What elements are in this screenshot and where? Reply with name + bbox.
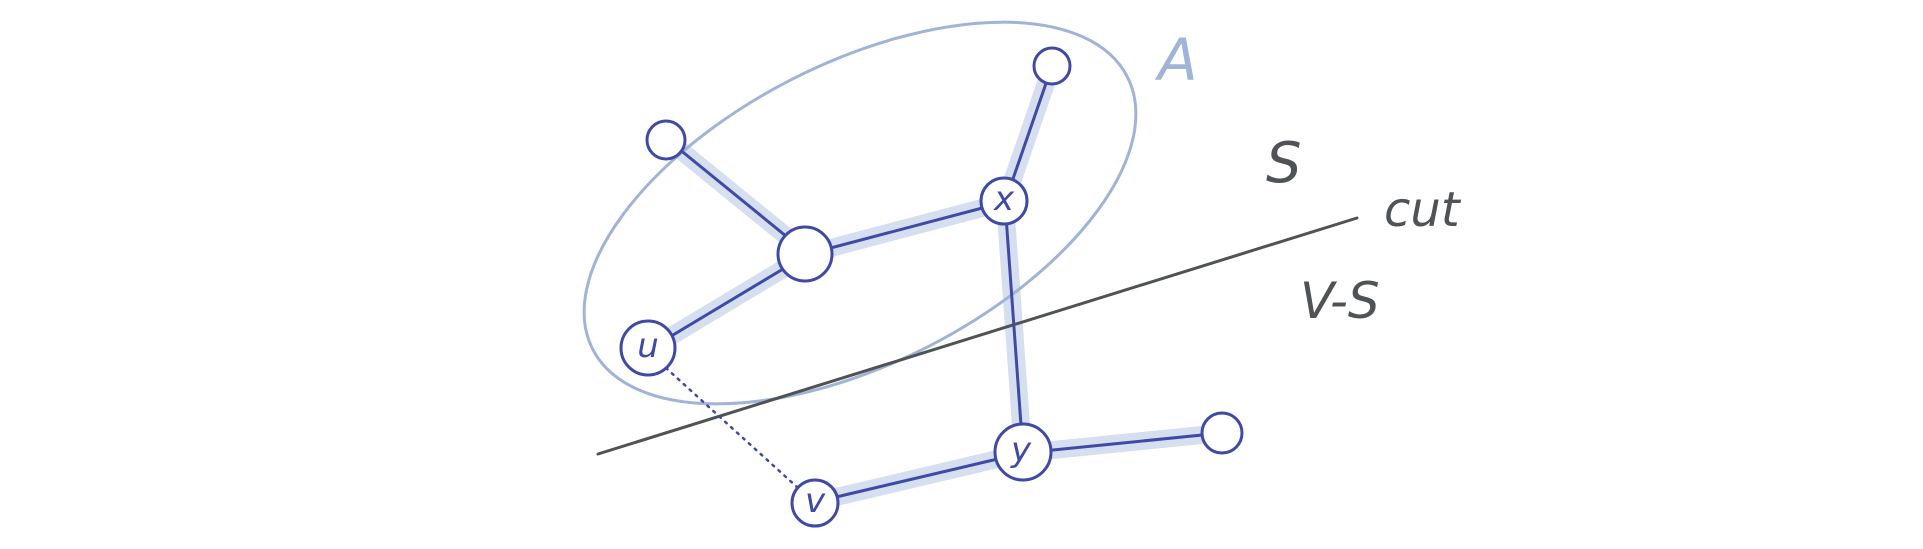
node-x: x <box>979 176 1029 226</box>
node-right <box>1200 411 1244 455</box>
side-s-label: S <box>1266 131 1302 196</box>
side-v-minus-s-label: V-S <box>1300 272 1380 330</box>
edge-u-v-dotted <box>664 366 800 490</box>
node-y-label: y <box>1010 430 1032 470</box>
edge-center-x <box>806 200 1007 256</box>
node-top-right <box>1032 46 1072 86</box>
cut-line <box>596 216 1359 456</box>
node-top-left <box>645 119 687 161</box>
node-u: u <box>619 319 677 377</box>
edge-u-center <box>646 252 810 352</box>
highlighted-tree-halo <box>639 57 1231 511</box>
node-center <box>776 225 834 283</box>
set-a-label: A <box>1154 26 1198 94</box>
node-v-label: v <box>805 481 826 521</box>
edge-v-y <box>813 451 1025 504</box>
node-y: y <box>993 422 1053 482</box>
node-v: v <box>790 478 840 528</box>
cut-label: cut <box>1384 182 1462 238</box>
edge-y-right <box>1021 431 1224 455</box>
node-x-label: x <box>993 179 1015 219</box>
tree-edges <box>646 64 1224 504</box>
set-a-outline <box>582 20 1138 406</box>
edge-x-y <box>1003 200 1025 455</box>
nodes: x u y v <box>619 46 1244 528</box>
node-u-label: u <box>637 326 659 366</box>
